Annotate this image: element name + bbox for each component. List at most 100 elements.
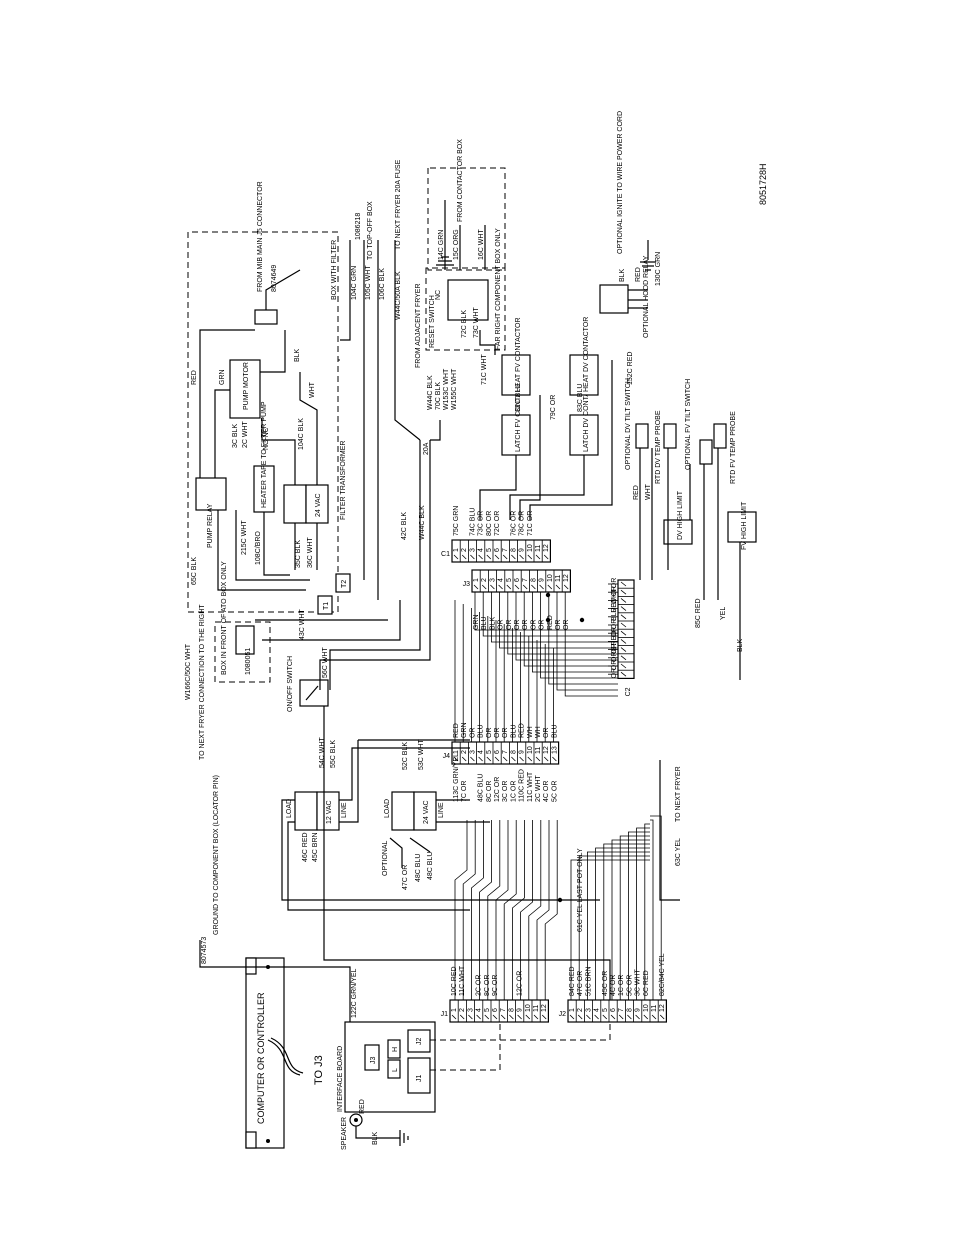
- controller-title: COMPUTER OR CONTROLLER: [256, 992, 266, 1124]
- c1-pin: 2: [461, 548, 468, 552]
- j2-pin: 12: [659, 1004, 666, 1012]
- harness: [281, 592, 680, 1000]
- j1-pin: 12: [541, 1004, 548, 1012]
- j3-wire: RED: [547, 615, 554, 630]
- svg-text:PUMP MOTOR: PUMP MOTOR: [243, 362, 250, 410]
- svg-text:FROM ADJACENT FRYER: FROM ADJACENT FRYER: [415, 283, 422, 368]
- c1-pin: 9: [519, 548, 526, 552]
- svg-text:48C BLU: 48C BLU: [427, 852, 434, 880]
- j4-wire: 110C RED: [519, 769, 526, 802]
- j2-pin: 6: [610, 1008, 617, 1012]
- j1-pin: 10: [525, 1004, 532, 1012]
- j2-wire: 6C RED: [643, 970, 650, 996]
- svg-text:ON/OFF SWITCH: ON/OFF SWITCH: [287, 656, 294, 712]
- svg-text:LINE: LINE: [438, 802, 445, 818]
- c1-pin: 8: [510, 548, 517, 552]
- svg-text:24 VAC: 24 VAC: [423, 800, 430, 824]
- c2-wire: RED: [611, 631, 618, 646]
- j1-pin: 3: [467, 1008, 474, 1012]
- svg-text:43C WHT: 43C WHT: [299, 609, 306, 640]
- c2-wire: OR: [611, 627, 618, 638]
- j3-pin: 4: [498, 578, 505, 582]
- j4-pin: 5: [486, 750, 493, 754]
- svg-text:46C RED: 46C RED: [302, 832, 309, 862]
- j4-pin: 9: [519, 750, 526, 754]
- c2-wire: BLU: [611, 607, 618, 621]
- j2-pin: 7: [618, 1008, 625, 1012]
- j2-pin: 11: [651, 1005, 658, 1012]
- svg-text:73C WHT: 73C WHT: [473, 307, 480, 338]
- j4-right-wire: OR: [502, 728, 509, 739]
- j4-right-wire: BLU: [551, 724, 558, 738]
- svg-text:L: L: [392, 1068, 399, 1072]
- j4-right-wire: OR: [469, 728, 476, 739]
- svg-text:OPTIONAL HOOD RELAY: OPTIONAL HOOD RELAY: [643, 255, 650, 338]
- svg-text:HEAT DV CONTACTOR: HEAT DV CONTACTOR: [583, 317, 590, 392]
- svg-text:16C WHT: 16C WHT: [478, 229, 485, 260]
- svg-text:TO NEXT FRYER CONNECTION TO TH: TO NEXT FRYER CONNECTION TO THE RIGHT: [199, 604, 206, 760]
- svg-text:2C WHT: 2C WHT: [242, 420, 249, 448]
- to-j3-label: TO J3: [313, 1055, 325, 1085]
- svg-text:47C OR: 47C OR: [402, 865, 409, 890]
- j4-pin: 6: [494, 750, 501, 754]
- svg-text:J3: J3: [370, 1057, 377, 1065]
- c1-wire: 71C OR: [527, 511, 534, 536]
- svg-text:45C BRN: 45C BRN: [312, 832, 319, 862]
- c1-pin: 5: [486, 548, 493, 552]
- svg-text:T1: T1: [323, 602, 330, 610]
- j3-pin: 1: [473, 578, 480, 582]
- svg-text:FAR RIGHT COMPONENT BOX ONLY: FAR RIGHT COMPONENT BOX ONLY: [495, 228, 502, 350]
- c1-pin: 11: [535, 545, 542, 552]
- c2-wire: OR: [611, 668, 618, 679]
- j2-wire: 47C OR: [577, 971, 584, 996]
- j2-wire: 51C BRN: [585, 966, 592, 996]
- svg-text:55C BLK: 55C BLK: [330, 740, 337, 768]
- j3-pin: 8: [530, 578, 537, 582]
- svg-text:FROM MIB MAIN J5 CONNECTOR: FROM MIB MAIN J5 CONNECTOR: [257, 181, 264, 292]
- interface-board-title: INTERFACE BOARD: [337, 1046, 344, 1112]
- svg-text:BLK: BLK: [294, 348, 301, 362]
- j4-wire: 7C OR: [461, 781, 468, 802]
- svg-text:LINE: LINE: [341, 802, 348, 818]
- j2-pin: 8: [626, 1008, 633, 1012]
- svg-text:TO NEXT FRYER: TO NEXT FRYER: [675, 766, 682, 822]
- j3-wire: BLU: [481, 616, 488, 630]
- j1-wire: 11C WHT: [459, 965, 466, 996]
- svg-text:35C BLK: 35C BLK: [295, 540, 302, 568]
- svg-text:HEATER TAPE TO FILTER PUMP: HEATER TAPE TO FILTER PUMP: [261, 401, 268, 508]
- j2-pin: 1: [569, 1008, 576, 1012]
- svg-text:W166C/50C WHT: W166C/50C WHT: [185, 643, 192, 700]
- j3-pin: 10: [547, 574, 554, 582]
- svg-text:J2: J2: [416, 1038, 423, 1046]
- c1-pin: 12: [543, 544, 550, 552]
- j1-pin: 6: [492, 1008, 499, 1012]
- j1-wire: 9C OR: [492, 975, 499, 996]
- j3-wire: BLK: [489, 616, 496, 630]
- controller-part: 8074573: [201, 937, 208, 964]
- j4-wire: 4C OR: [543, 781, 550, 802]
- svg-text:48C BLU: 48C BLU: [415, 854, 422, 882]
- c1-wire: 78C OR: [519, 511, 526, 536]
- j4-label: J4: [443, 753, 451, 760]
- c2-wire: OR: [611, 619, 618, 630]
- svg-text:85C RED: 85C RED: [695, 598, 702, 628]
- c2-wire: OR: [611, 643, 618, 654]
- svg-text:NO NC: NO NC: [263, 427, 270, 450]
- svg-text:GRN: GRN: [219, 369, 226, 385]
- contactor-box: FROM CONTACTOR BOX 14C GRN 15C ORG 16C W…: [425, 139, 506, 351]
- j3-pin: 11: [555, 575, 562, 582]
- j1-label: J1: [441, 1011, 449, 1018]
- c1-pin: 7: [502, 548, 509, 552]
- c1-wire: 74C BLU: [469, 508, 476, 536]
- j3-wire: OR: [563, 620, 570, 631]
- j2-wire: 82C/84C YEL: [659, 953, 666, 996]
- svg-text:RED: RED: [635, 267, 642, 282]
- svg-text:215C WHT: 215C WHT: [241, 520, 248, 555]
- j1-pin: 7: [500, 1008, 507, 1012]
- svg-text:SPEAKER: SPEAKER: [341, 1117, 348, 1150]
- svg-text:61C YEL LAST POT ONLY: 61C YEL LAST POT ONLY: [577, 848, 584, 932]
